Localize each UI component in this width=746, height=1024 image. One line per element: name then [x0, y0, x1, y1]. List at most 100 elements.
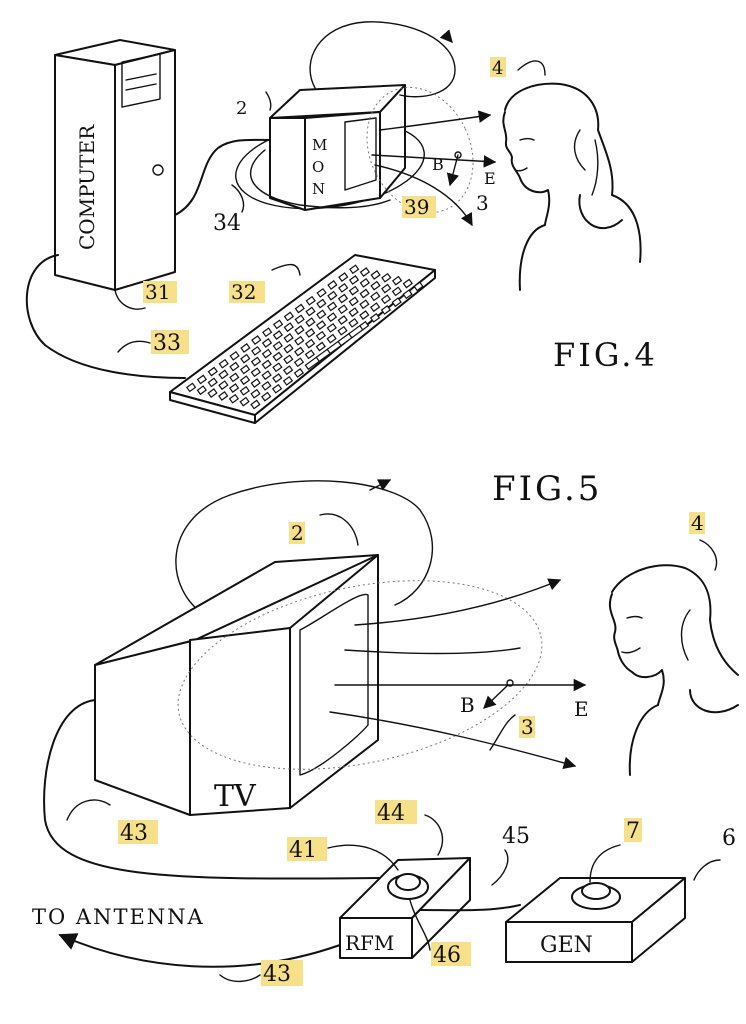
- keyboard-key: [294, 335, 305, 346]
- label-41: 41: [289, 838, 317, 863]
- keyboard-key: [207, 388, 218, 398]
- keyboard-key: [251, 335, 262, 345]
- label-43b-highlight: [261, 960, 303, 986]
- keyboard-key: [338, 272, 349, 282]
- keyboard-key: [294, 325, 305, 335]
- label-43a: 43: [120, 821, 148, 846]
- keyboard-key: [337, 304, 348, 315]
- computer-tower: COMPUTER: [54, 39, 176, 291]
- monitor-letter-o: O: [312, 158, 324, 176]
- keyboard-key: [337, 293, 349, 304]
- label-4: 4: [492, 58, 503, 79]
- keyboard-key: [229, 372, 240, 383]
- keyboard-key: [294, 314, 305, 325]
- keyboard-key: [240, 353, 251, 364]
- label-33: 33: [153, 331, 181, 356]
- keyboard-key: [316, 309, 327, 320]
- label-34: 34: [213, 211, 241, 236]
- label-e: E: [484, 169, 496, 188]
- computer-label: COMPUTER: [75, 124, 99, 250]
- keyboard-key: [326, 333, 337, 344]
- keyboard-key: [402, 278, 413, 289]
- keyboard-key: [283, 322, 294, 333]
- label-3-fig5-highlight: [519, 716, 535, 738]
- label-39-highlight: [402, 196, 436, 218]
- keyboard-key: [369, 312, 381, 323]
- person-fig4: [502, 82, 642, 291]
- keyboard-key: [315, 330, 327, 341]
- keyboard-key: [196, 374, 208, 385]
- label-45: 45: [502, 824, 530, 849]
- antenna-cable: [58, 933, 341, 968]
- keyboard-key: [272, 362, 283, 373]
- keyboard-key: [229, 350, 240, 361]
- label-4-highlight: [490, 57, 506, 77]
- keyboard-key: [315, 341, 326, 352]
- keyboard-key: [402, 289, 413, 300]
- monitor: M O N: [235, 21, 497, 227]
- cable-45: [419, 904, 521, 912]
- keyboard-key: [349, 264, 360, 275]
- keyboard-key: [251, 345, 262, 356]
- keyboard-key: [272, 340, 283, 351]
- keyboard-key: [293, 357, 305, 368]
- keyboard-key: [250, 399, 261, 410]
- keyboard-key: [239, 385, 250, 396]
- label-33-highlight: [151, 330, 189, 354]
- leader-33: [117, 340, 151, 353]
- label-31: 31: [145, 280, 170, 304]
- cable-33: [25, 254, 186, 379]
- keyboard-key: [305, 317, 316, 328]
- keyboard-key: [218, 358, 229, 369]
- rfm-label: RFM: [345, 931, 394, 955]
- keyboard-key: [315, 320, 327, 330]
- keyboard-key: [228, 393, 240, 404]
- keyboard-key: [326, 301, 338, 312]
- keyboard-key: [391, 297, 402, 308]
- fig5: FIG.5 TV: [32, 469, 739, 987]
- keyboard-key: [370, 270, 381, 280]
- label-43b: 43: [263, 962, 291, 987]
- monitor-letter-n: N: [312, 180, 325, 198]
- label-e-fig5: E: [574, 697, 589, 721]
- label-39: 39: [404, 195, 429, 219]
- label-44-highlight: [375, 800, 417, 824]
- keyboard-key: [369, 302, 381, 313]
- keyboard-key: [272, 330, 284, 340]
- keyboard-key: [359, 299, 370, 310]
- keyboard-key: [239, 364, 251, 375]
- cable-34: [174, 138, 271, 216]
- gen-label: GEN: [540, 933, 593, 958]
- rfm-box: RFM: [339, 857, 471, 959]
- label-3-fig5: 3: [521, 715, 534, 739]
- keyboard-key: [262, 327, 273, 338]
- label-41-highlight: [287, 837, 327, 861]
- label-32: 32: [231, 280, 256, 304]
- keyboard-key: [261, 338, 273, 348]
- label-32-highlight: [229, 281, 265, 303]
- keyboard: [169, 254, 436, 424]
- keyboard-key: [358, 320, 370, 331]
- keyboard-key: [272, 319, 284, 330]
- keyboard-key: [207, 366, 218, 377]
- keyboard-key: [348, 275, 360, 285]
- keyboard-key: [294, 346, 305, 357]
- leader-34: [231, 184, 245, 213]
- monitor-letter-m: M: [312, 136, 327, 154]
- keyboard-key: [348, 317, 359, 328]
- label-31-highlight: [143, 281, 177, 303]
- keyboard-key: [250, 356, 262, 367]
- keyboard-key: [239, 396, 250, 407]
- label-b: B: [432, 155, 444, 174]
- keyboard-key: [261, 348, 273, 359]
- keyboard-key: [304, 338, 316, 349]
- leader-32: [271, 263, 301, 276]
- keyboard-key: [218, 391, 229, 401]
- label-46: 46: [433, 943, 461, 968]
- keyboard-key: [185, 382, 197, 393]
- fig4: COMPUTER M O N: [25, 21, 658, 424]
- fig4-title: FIG.4: [553, 336, 658, 374]
- keyboard-key: [282, 375, 294, 386]
- keyboard-key: [359, 277, 370, 288]
